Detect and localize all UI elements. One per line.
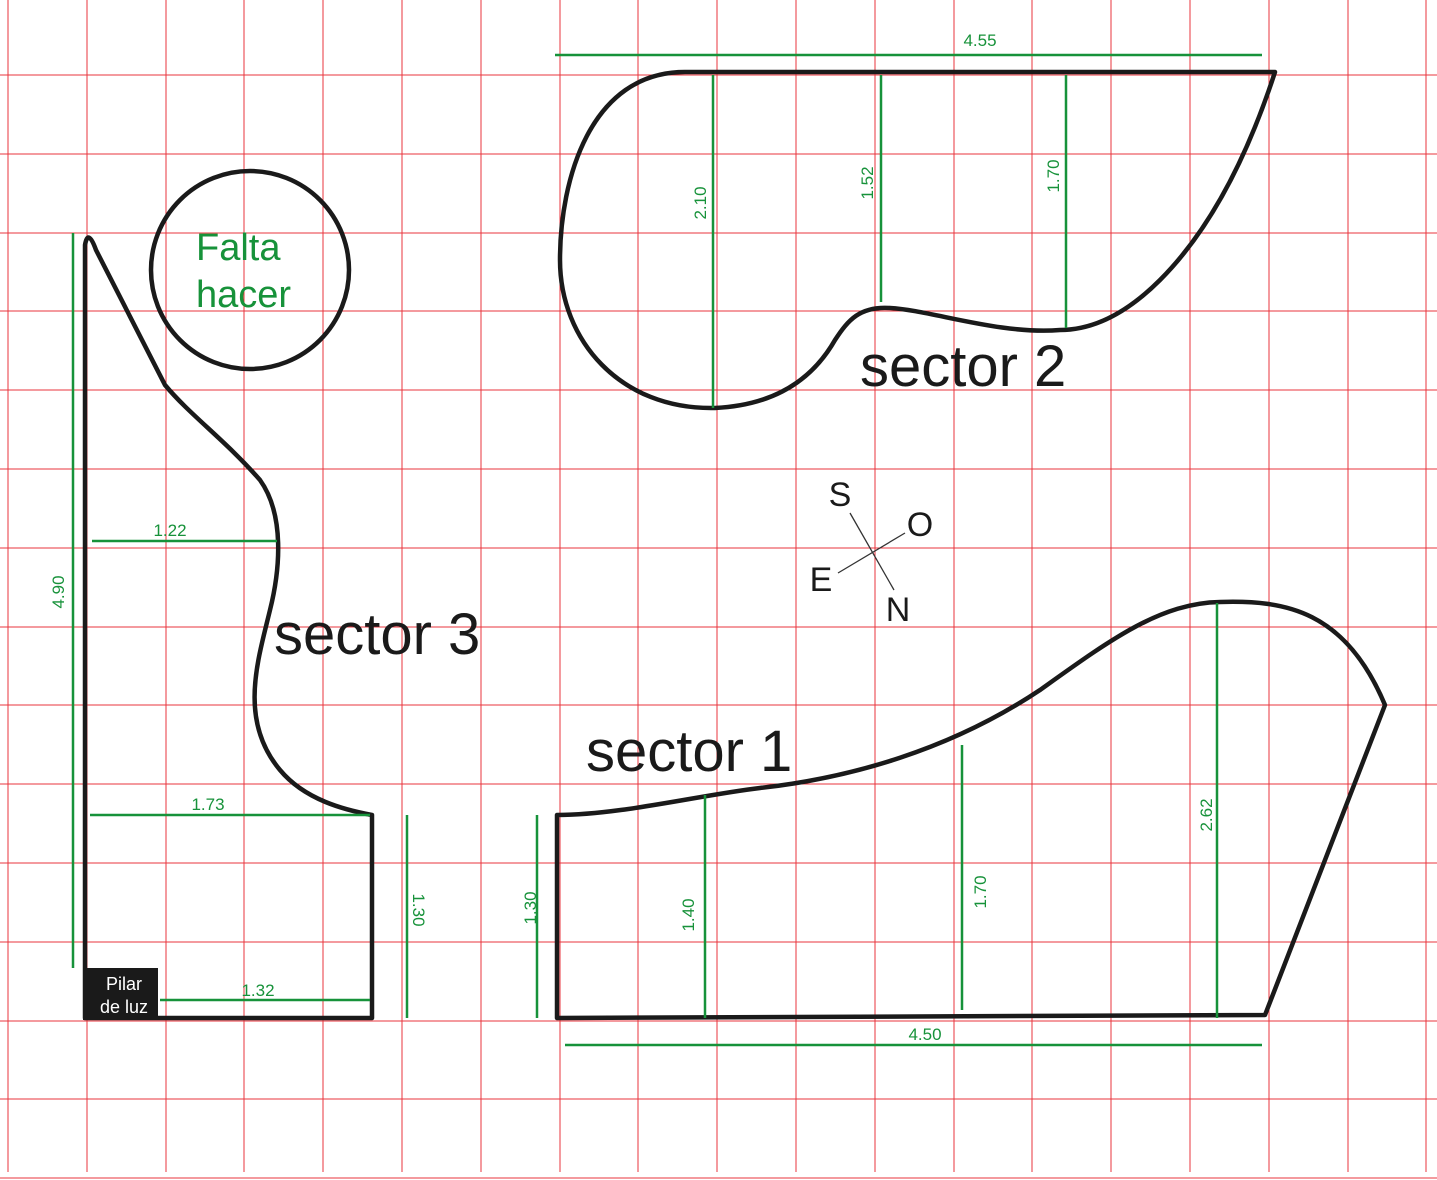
dim-sector3-w2: 1.73 (191, 795, 224, 814)
sector-1-outline (554, 599, 1388, 1021)
sector-3-outline (82, 235, 375, 1021)
dim-sector2-b: 1.52 (858, 166, 877, 199)
dim-sector1-b: 1.70 (971, 875, 990, 908)
compass: S O E N (810, 476, 934, 629)
dim-sector3-w3: 1.32 (241, 981, 274, 1000)
pillar-label-line1: Pilar (106, 974, 142, 994)
pending-note-line1: Falta (196, 227, 281, 269)
sector-1-label: sector 1 (586, 719, 792, 784)
dim-sector1-a: 1.40 (679, 898, 698, 931)
compass-north: N (886, 591, 911, 629)
dim-sector1-left: 1.30 (521, 891, 540, 924)
dim-sector3-height: 4.90 (49, 575, 68, 608)
dim-sector2-top: 4.55 (963, 31, 996, 50)
dim-sector2-c: 1.70 (1044, 159, 1063, 192)
dim-sector3-right: 1.30 (409, 893, 428, 926)
dimension-lines (71, 53, 1262, 1047)
dim-sector2-a: 2.10 (691, 186, 710, 219)
compass-east: E (810, 561, 833, 599)
dim-sector1-c: 2.62 (1197, 798, 1216, 831)
sector-2-label: sector 2 (860, 334, 1066, 399)
dim-sector1-bottom: 4.50 (908, 1025, 941, 1044)
compass-south: S (829, 476, 852, 514)
pending-note-line2: hacer (196, 274, 291, 316)
pillar-label-line2: de luz (100, 997, 148, 1017)
pillar-box (83, 968, 158, 1020)
pending-area-circle (148, 168, 352, 372)
dim-sector3-w1: 1.22 (153, 521, 186, 540)
sector-2-outline (557, 69, 1278, 411)
sector-3-label: sector 3 (274, 602, 480, 667)
compass-west: O (907, 506, 933, 544)
